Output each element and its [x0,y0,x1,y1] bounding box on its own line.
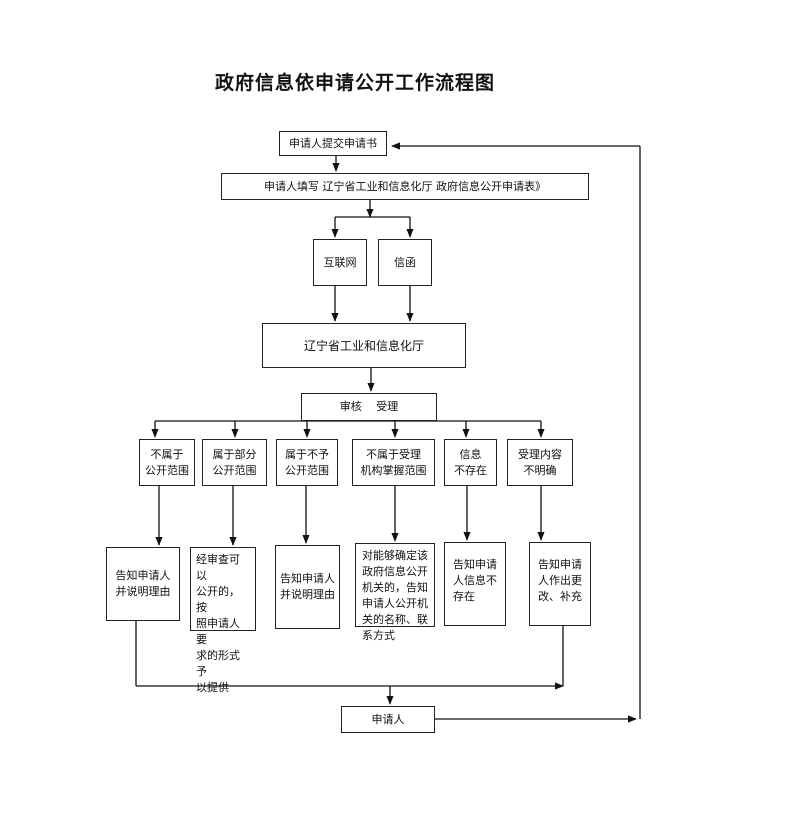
node-letter: 信函 [378,239,432,286]
node-applicant: 申请人 [341,706,435,733]
result-notify-reason-3: 告知申请人 并说明理由 [275,545,340,629]
result-notify-reason-1: 告知申请人 并说明理由 [106,547,180,621]
node-partial-public: 属于部分 公开范围 [202,439,267,486]
node-not-disclosed: 属于不予 公开范围 [276,439,338,486]
node-not-public: 不属于 公开范围 [139,439,195,486]
node-internet: 互联网 [313,239,367,286]
node-not-exist: 信息 不存在 [444,439,497,486]
result-notify-correction: 告知申请 人作出更 改、补充 [529,542,591,626]
node-review: 审核 受理 [301,393,437,421]
node-unclear: 受理内容 不明确 [507,439,573,486]
node-department: 辽宁省工业和信息化厅 [262,323,466,368]
node-fill-form: 申请人填写 辽宁省工业和信息化厅 政府信息公开申请表》 [221,173,589,200]
result-notify-other-agency: 对能够确定该 政府信息公开 机关的，告知 申请人公开机 关的名称、联 系方式 [355,543,435,642]
node-submit: 申请人提交申请书 [279,131,387,156]
result-provide-partial: 经审查可以 公开的，按 照申请人要 求的形式予 以提供 [190,547,256,694]
node-not-in-scope: 不属于受理 机构掌握范围 [352,439,435,486]
result-notify-not-exist: 告知申请 人信息不 存在 [444,542,506,626]
page-title: 政府信息依申请公开工作流程图 [214,72,495,94]
